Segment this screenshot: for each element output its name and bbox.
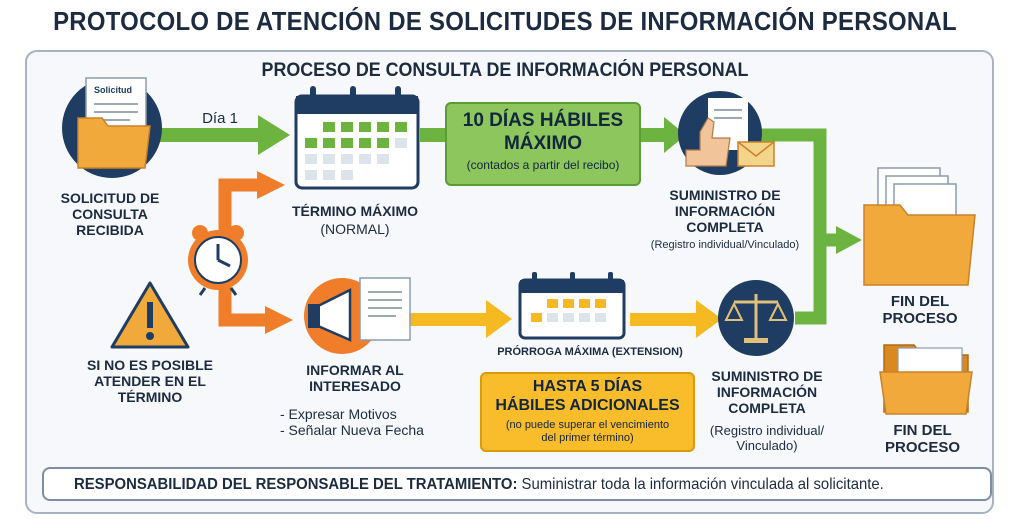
footer-bold: RESPONSABILIDAD DEL RESPONSABLE DEL TRAT… [74, 476, 518, 493]
warning-line-3: TÉRMINO [117, 389, 183, 406]
prorroga-line-2: HÁBILES ADICIONALES [495, 397, 680, 414]
suministro-top-line-2: INFORMACIÓN [674, 203, 776, 220]
folder-icon [62, 77, 162, 178]
suministro-bottom-line-3: COMPLETA [728, 400, 806, 417]
informar-line-2: INTERESADO [309, 378, 401, 395]
folder-icon-small [879, 344, 973, 415]
plazo-line-1: 10 DÍAS HÁBILES [462, 110, 624, 131]
solicitud-line-1: SOLICITUD DE [60, 190, 160, 206]
informar-items: - Expresar Motivos - Señalar Nueva Fecha [280, 406, 460, 438]
alarm-clock-icon [188, 225, 248, 296]
solicitud-label: SOLICITUD DE CONSULTA RECIBIDA [45, 190, 175, 238]
warning-icon [110, 281, 190, 349]
warning-line-2: ATENDER EN EL [94, 373, 206, 390]
process-subtitle: PROCESO DE CONSULTA DE INFORMACIÓN PERSO… [261, 60, 749, 81]
dia1-label: Día 1 [202, 110, 238, 127]
plazo-note: (contados a partir del recibo) [466, 158, 620, 172]
footer-responsabilidad: RESPONSABILIDAD DEL RESPONSABLE DEL TRAT… [42, 467, 992, 501]
solicitud-line-3: RECIBIDA [76, 222, 144, 239]
warning-line-1: SI NO ES POSIBLE [86, 357, 214, 373]
suministro-top-note: (Registro individual/Vinculado) [650, 239, 800, 251]
solicitud-line-2: CONSULTA [72, 206, 148, 223]
calendar-icon [294, 86, 420, 190]
suministro-bottom-line-2: INFORMACIÓN [716, 384, 818, 401]
document-label: Solicitud [94, 85, 132, 95]
arrow-to-suministro-top [641, 117, 686, 153]
suministro-bottom-note: (Registro individual/ Vinculado) [697, 423, 837, 454]
plazo-10-dias-box: 10 DÍAS HÁBILES MÁXIMO (contados a parti… [445, 102, 641, 186]
arrow-to-10-dias [420, 128, 445, 142]
footer-text: RESPONSABILIDAD DEL RESPONSABLE DEL TRAT… [74, 476, 884, 494]
informar-title: INFORMAR AL INTERESADO [290, 362, 420, 394]
termino-sub: (NORMAL) [320, 221, 390, 237]
informar-item-1: - Expresar Motivos [280, 406, 397, 422]
warning-label: SI NO ES POSIBLE ATENDER EN EL TÉRMINO [70, 357, 230, 405]
prorroga-note-1: (no puede superar el vencimiento [505, 419, 670, 431]
fin-top-line-1: FIN DEL [890, 293, 950, 310]
suministro-top-line-3: COMPLETA [686, 219, 764, 236]
suministro-top-line-1: SUMINISTRO DE [669, 187, 781, 203]
arrow-to-fin [760, 128, 862, 325]
fin-top-line-2: PROCESO [882, 310, 958, 328]
informar-line-1: INFORMAR AL [306, 362, 404, 378]
calendar-extension-icon [518, 272, 626, 340]
scales-icon [718, 280, 794, 356]
thumbs-up-envelope-icon [678, 91, 775, 175]
arrow-dia1 [160, 115, 290, 155]
yellow-flow-arrows [410, 300, 722, 338]
fin-bottom-line-1: FIN DEL [893, 422, 952, 439]
fin-proceso-bottom: FIN DEL PROCESO [875, 422, 970, 457]
termino-title: TÉRMINO MÁXIMO [292, 203, 418, 219]
prorroga-5-dias-box: HASTA 5 DÍAS HÁBILES ADICIONALES (no pue… [480, 372, 695, 452]
footer-body: Suministrar toda la información vinculad… [517, 476, 884, 493]
suministro-top-label: SUMINISTRO DE INFORMACIÓN COMPLETA [660, 187, 790, 235]
informar-item-2: - Señalar Nueva Fecha [280, 422, 424, 439]
plazo-line-2: MÁXIMO [503, 133, 583, 154]
suministro-bottom-line-1: SUMINISTRO DE [711, 368, 823, 384]
prorroga-label: PRÓRROGA MÁXIMA (EXTENSION) [497, 346, 683, 358]
suministro-bottom-note-2: Vinculado) [736, 437, 798, 453]
main-title: PROTOCOLO DE ATENCIÓN DE SOLICITUDES DE … [53, 6, 957, 36]
prorroga-line-1: HASTA 5 DÍAS [532, 378, 643, 395]
folder-stack-icon [863, 167, 976, 286]
megaphone-icon [304, 277, 411, 354]
prorroga-note-2: del primer término) [541, 432, 634, 444]
fin-bottom-line-2: PROCESO [884, 439, 960, 457]
suministro-bottom-note-1: (Registro individual/ [709, 423, 825, 438]
suministro-bottom-label: SUMINISTRO DE INFORMACIÓN COMPLETA [702, 368, 832, 416]
fin-proceso-top: FIN DEL PROCESO [870, 293, 970, 328]
